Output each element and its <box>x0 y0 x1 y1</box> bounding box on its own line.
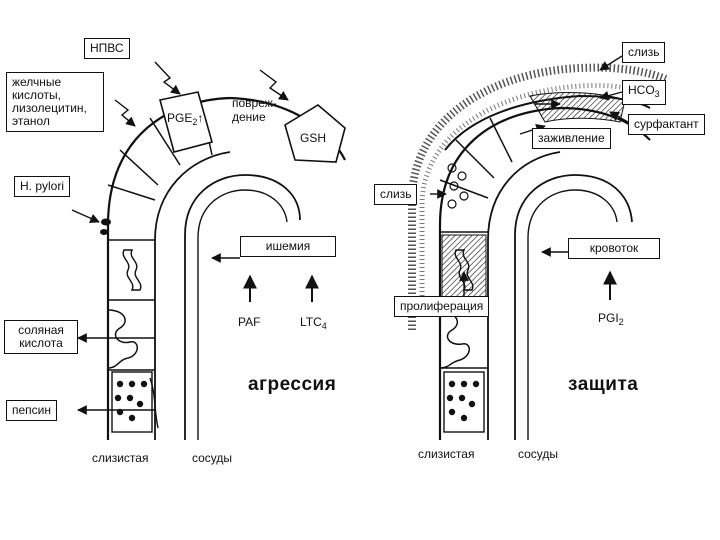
ischemia-box: ишемия <box>240 236 336 257</box>
pgi-label: PGI2 <box>598 312 624 329</box>
ltc-label: LTC4 <box>300 316 327 333</box>
healing-box: заживление <box>532 128 611 149</box>
vessel-loop <box>184 174 301 440</box>
nsaid-box: НПВС <box>84 38 130 59</box>
pge-sub: 2 <box>192 117 198 127</box>
protect-granules <box>446 380 480 422</box>
pgi-sub: 2 <box>618 317 624 327</box>
gsh-label: GSH <box>300 131 327 145</box>
chief-cell <box>111 371 153 433</box>
protection-arrows <box>430 55 629 300</box>
mucus-secreting-cell <box>447 163 469 209</box>
bile-acids-box: желчные кислоты, лизолецитин, этанол <box>6 72 104 132</box>
bile-acids-text: желчные кислоты, лизолецитин, этанол <box>12 75 87 128</box>
mucosa-label-right: слизистая <box>418 447 475 461</box>
hco3-box: HCO3 <box>622 80 666 105</box>
parietal-cell <box>122 249 142 291</box>
gsh-pentagon <box>284 104 346 163</box>
hco3-text: HCO <box>628 83 655 97</box>
vessels-label-left: сосуды <box>192 451 233 465</box>
aggression-arrows <box>71 61 319 415</box>
protection-title: защита <box>568 374 639 395</box>
pge-text: PGE <box>167 111 193 125</box>
ltc-sub: 4 <box>321 321 327 331</box>
pge-label: PGE2↑ <box>167 112 203 129</box>
hco3-sub: 3 <box>654 89 660 99</box>
aggression-title: агрессия <box>248 374 337 395</box>
pepsin-box: пепсин <box>6 400 57 421</box>
paf-label: PAF <box>238 315 261 329</box>
ltc-text: LTC <box>300 315 322 329</box>
gland-folds <box>107 309 138 369</box>
pgi-text: PGI <box>598 311 619 325</box>
damage-label: повреж- дение <box>232 96 277 124</box>
vessel-loop-protect <box>514 174 633 440</box>
pepsin-granules <box>114 380 148 422</box>
epithelium-inner-wall-protect <box>487 151 561 440</box>
mucus-left-box: слизь <box>374 184 418 205</box>
h-pylori-box: H. pylori <box>14 176 71 197</box>
blood-flow-box: кровоток <box>568 238 660 259</box>
mucus-layer <box>408 63 670 330</box>
vessels-label-right: сосуды <box>518 447 559 461</box>
pge-cell <box>159 91 213 153</box>
hcl-box: соляная кислота <box>4 320 78 354</box>
pge-up-arrow: ↑ <box>197 111 204 125</box>
mucus-top-box: слизь <box>622 42 666 63</box>
healing-zone <box>529 92 626 123</box>
surfactant-box: сурфактант <box>628 114 705 135</box>
h-pylori-bacteria <box>100 218 111 235</box>
mucosa-label-left: слизистая <box>92 451 149 465</box>
proliferation-box: пролиферация <box>394 296 490 317</box>
epithelium-inner-wall <box>154 151 231 440</box>
